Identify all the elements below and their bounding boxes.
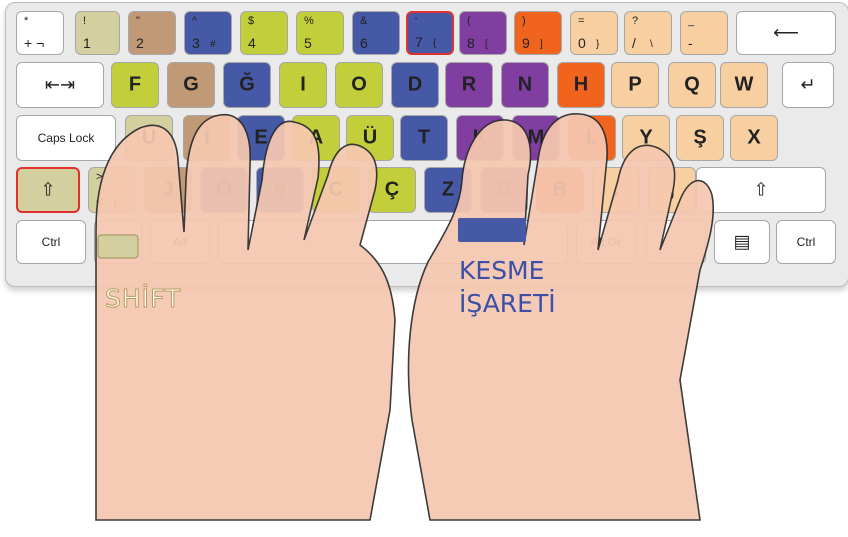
left-hand-icon (96, 115, 395, 520)
apostrophe-ring-marker (458, 218, 526, 242)
shift-label: SHİFT (105, 284, 181, 313)
apostrophe-label: KESME İŞARETİ (459, 254, 556, 320)
apostrophe-label-line2: İŞARETİ (459, 287, 556, 320)
shift-ring-marker (98, 235, 138, 258)
right-hand-icon (409, 114, 714, 520)
apostrophe-label-line1: KESME (459, 254, 556, 287)
